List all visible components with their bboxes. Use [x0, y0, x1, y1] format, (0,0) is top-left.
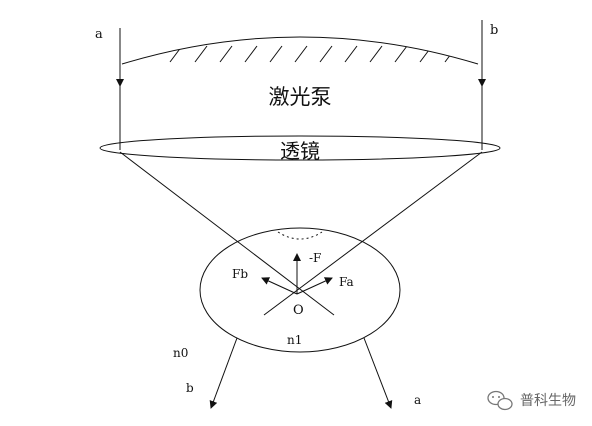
index-inside-label: n1 [287, 333, 302, 347]
index-outside-label: n0 [173, 346, 188, 360]
lens-label: 透镜 [280, 139, 320, 163]
laser-pump-label: 激光泵 [269, 85, 332, 109]
focused-beam [119, 151, 483, 316]
sphere-particle [199, 227, 401, 353]
focal-dotted-arc [277, 231, 323, 240]
wechat-icon [487, 390, 513, 411]
force-fb-label: Fb [232, 267, 248, 281]
force-fb-arrow [261, 277, 298, 295]
watermark: 普科生物 [487, 390, 576, 411]
exit-ray-b [209, 337, 238, 409]
ray-b-label: b [490, 23, 498, 38]
force-arrows [261, 253, 333, 295]
exit-ray-a [363, 337, 393, 409]
force-fa-label: Fa [339, 275, 354, 289]
origin-label: O [293, 303, 304, 318]
exit-ray-b-label: b [186, 381, 194, 395]
lens-shape [99, 135, 501, 161]
force-neg-f-label: -F [309, 251, 321, 265]
ray-a-label: a [95, 27, 103, 42]
force-fa-arrow [296, 277, 333, 295]
laser-pump-shape [121, 36, 479, 65]
exit-ray-a-label: a [414, 393, 421, 407]
watermark-text: 普科生物 [520, 393, 576, 409]
